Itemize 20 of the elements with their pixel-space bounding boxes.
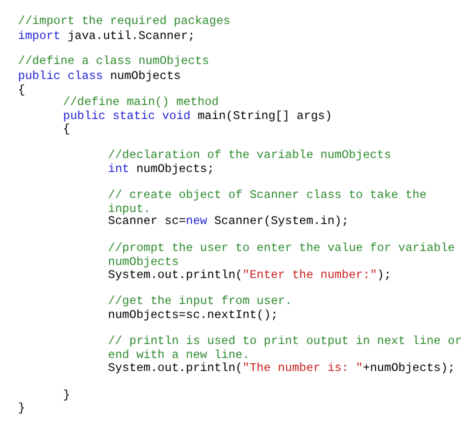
- code-comment: //import the required packages: [18, 15, 232, 28]
- code-line: System.out.println("Enter the number:");: [108, 269, 392, 282]
- code-line: int numObjects;: [108, 163, 216, 176]
- code-line: public static void main(String[] args): [63, 110, 334, 124]
- code-comment: //get the input from user.: [108, 295, 294, 308]
- code-line: numObjects=sc.nextInt();: [108, 309, 279, 322]
- code-line: }: [18, 402, 26, 416]
- code-comment: // println is used to print output in next line or end with a new line.: [108, 335, 463, 362]
- code-line: public class numObjects: [18, 70, 182, 84]
- code-line: Scanner sc=new Scanner(System.in);: [108, 215, 350, 228]
- code-comment: //declaration of the variable numObjects: [108, 149, 392, 162]
- code-line: {: [18, 84, 26, 98]
- code-comment: //define main() method: [63, 96, 220, 110]
- code-line: }: [63, 389, 72, 402]
- code-line: import java.util.Scanner;: [18, 30, 196, 44]
- code-line: {: [63, 123, 72, 136]
- code-comment: //define a class numObjects: [18, 55, 210, 68]
- code-line: System.out.println("The number is: "+numObjects);: [108, 362, 456, 376]
- code-comment: //prompt the user to enter the value for variable numObjects: [108, 242, 456, 269]
- code-comment: // create object of Scanner class to take the input.: [108, 189, 428, 216]
